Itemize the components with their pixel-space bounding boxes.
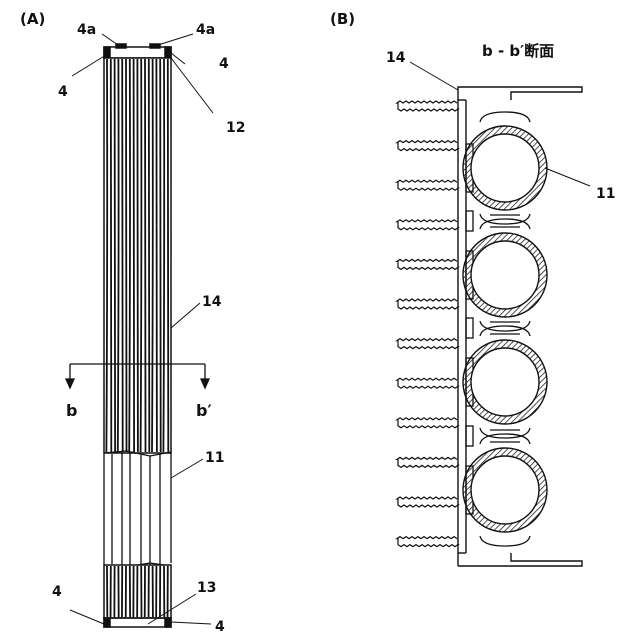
section-title: b - b′断面 (482, 42, 554, 60)
panel-a: (A) (20, 10, 245, 635)
tube-bore (471, 241, 539, 309)
fin-line (118, 59, 119, 452)
bottom-header-cap (104, 618, 171, 627)
wavy-fin (397, 141, 458, 151)
fin-line (106, 59, 107, 452)
fin-line (129, 59, 130, 452)
wavy-fin (397, 299, 458, 309)
socket-clip (480, 536, 530, 546)
fin-line (111, 59, 112, 452)
ref-14-b: 14 (386, 50, 406, 66)
fin-line (137, 59, 138, 452)
ref-4-top-left: 4 (58, 84, 68, 100)
wavy-fin (397, 339, 458, 349)
fin-line (163, 59, 164, 452)
tube-cross-sections (463, 126, 547, 532)
section-mark-left: b (66, 401, 77, 420)
ref-13: 13 (197, 580, 216, 596)
tube-bore (471, 348, 539, 416)
wavy-fin (397, 378, 458, 388)
wavy-fin (397, 101, 458, 111)
base-slot (466, 211, 473, 231)
wavy-fin (397, 220, 458, 230)
ref-4a-left: 4a (77, 22, 96, 38)
ref-11-a: 11 (205, 450, 224, 466)
wavy-fin (397, 497, 458, 507)
base-slot (466, 426, 473, 446)
exposed-tube-section (104, 451, 171, 567)
wavy-fin (397, 537, 458, 547)
wavy-fin (397, 180, 458, 190)
wavy-fin (397, 457, 458, 467)
panel-b-label: (B) (330, 10, 355, 28)
wavy-fin (397, 259, 458, 269)
fin-line (141, 59, 142, 452)
panel-a-label: (A) (20, 10, 45, 28)
ref-4-bottom-left: 4 (52, 584, 62, 600)
panel-b: (B) b - b′断面 14 11 (330, 10, 615, 566)
fin-line (156, 59, 157, 452)
fin-line (126, 59, 127, 452)
fin-line (133, 59, 134, 452)
ref-12: 12 (226, 120, 245, 136)
fin-line (122, 59, 123, 452)
tube-bore (471, 134, 539, 202)
fin-line (152, 59, 153, 452)
wavy-fin (397, 418, 458, 428)
fin-line (168, 59, 169, 452)
tube-bore (471, 456, 539, 524)
ref-4-top-right: 4 (219, 56, 229, 72)
ref-14-a: 14 (202, 294, 222, 310)
top-header-cap (104, 44, 171, 58)
base-slot (466, 318, 473, 338)
lower-finned-part (104, 565, 171, 618)
fin-line (114, 59, 115, 452)
ref-4a-right: 4a (196, 22, 215, 38)
wavy-fins (397, 101, 458, 547)
finned-tube-bundle (104, 58, 171, 453)
ref-11-b: 11 (596, 186, 615, 202)
fin-line (160, 59, 161, 452)
socket-clip (480, 112, 530, 122)
section-mark-right: b′ (196, 401, 212, 420)
fin-line (149, 59, 150, 452)
ref-4-bottom-right: 4 (215, 619, 225, 635)
fin-line (145, 59, 146, 452)
